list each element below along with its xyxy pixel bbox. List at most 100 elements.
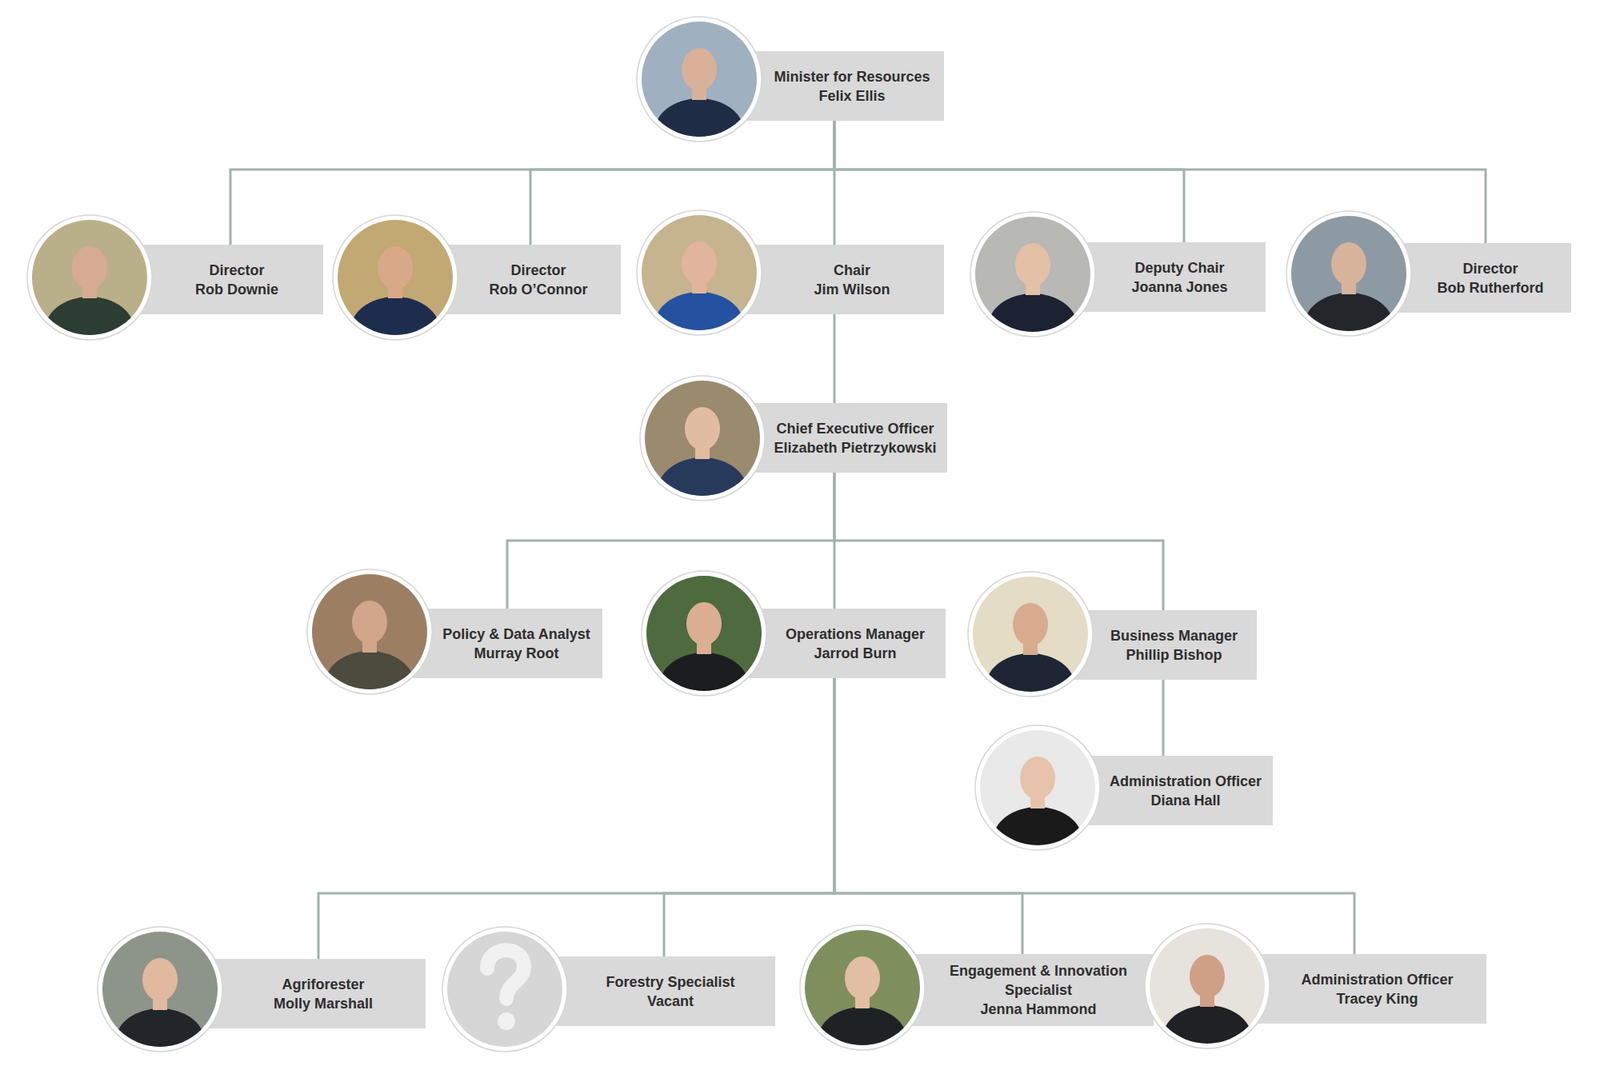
org-box: Operations ManagerJarrod Burn: [704, 608, 946, 679]
org-box: DirectorRob Downie: [89, 244, 324, 315]
person-name: Molly Marshall: [273, 994, 373, 1014]
person-body: [657, 457, 748, 525]
box-shape: [89, 244, 324, 315]
person-head: [1015, 243, 1051, 287]
person-body: [654, 292, 744, 360]
person-head: [1189, 955, 1225, 999]
box-shape: [699, 244, 944, 315]
role-title: Forestry Specialist: [605, 972, 735, 992]
role-title: Deputy Chair: [1134, 258, 1224, 278]
box-shape: [160, 959, 426, 1029]
person-body: [817, 1007, 908, 1066]
connector: [664, 678, 835, 957]
person-head: [686, 602, 722, 646]
photo-placeholder: [97, 927, 223, 1066]
photo-placeholder: [640, 376, 765, 525]
vacant-photo: [446, 931, 564, 1048]
photo-placeholder: [970, 212, 1096, 361]
role-title: Operations Manager: [785, 624, 925, 644]
person-head: [142, 958, 178, 1002]
question-icon: [487, 950, 524, 1000]
person-body: [44, 296, 135, 364]
org-box: ChairJim Wilson: [699, 244, 944, 315]
box-shape: [1207, 954, 1487, 1024]
photo-placeholder: [800, 925, 925, 1066]
org-box: Business ManagerPhillip Bishop: [1030, 610, 1257, 680]
person-body: [115, 1008, 205, 1066]
role-title: Engagement & Innovation Specialist: [933, 961, 1144, 1000]
person-body: [654, 98, 744, 166]
org-box: Chief Executive OfficerElizabeth Pietrzy…: [702, 403, 948, 473]
person-head: [352, 600, 388, 644]
person-head: [1020, 756, 1056, 800]
person-body: [988, 293, 1078, 361]
person-name: Bob Rutherford: [1437, 278, 1544, 298]
photo-placeholder: [307, 569, 432, 719]
role-title: Policy & Data Analyst: [442, 624, 590, 644]
role-title: Chief Executive Officer: [776, 419, 934, 439]
role-title: Director: [1462, 259, 1518, 279]
box-shape: [704, 608, 946, 679]
box-shape: [369, 608, 603, 679]
role-title: Administration Officer: [1109, 772, 1262, 792]
person-name: Joanna Jones: [1131, 277, 1228, 297]
person-head: [681, 241, 717, 285]
person-name: Jim Wilson: [814, 280, 891, 300]
box-shape: [702, 403, 948, 473]
box-shape: [504, 956, 776, 1027]
person-name: Murray Root: [473, 644, 559, 664]
photo-placeholder: [332, 215, 458, 364]
person-name: Vacant: [647, 992, 694, 1012]
role-title: Agriforester: [281, 975, 364, 995]
person-head: [377, 246, 413, 290]
org-box: AgriforesterMolly Marshall: [160, 959, 426, 1029]
connector: [834, 678, 1355, 955]
box-shape: [1037, 756, 1273, 826]
box-shape: [1032, 242, 1266, 312]
person-name: Felix Ellis: [818, 86, 885, 106]
person-head: [681, 48, 717, 92]
person-head: [1331, 242, 1367, 286]
person-name: Jarrod Burn: [813, 644, 896, 664]
org-box: Policy & Data AnalystMurray Root: [369, 608, 603, 679]
box-shape: [699, 51, 944, 121]
person-name: Tracey King: [1336, 989, 1418, 1009]
person-head: [684, 407, 720, 451]
org-box: Deputy ChairJoanna Jones: [1032, 242, 1266, 312]
person-name: Rob O’Connor: [489, 280, 588, 300]
person-name: Elizabeth Pietrzykowski: [773, 438, 936, 458]
person-body: [1162, 1005, 1252, 1066]
photo-placeholder: [636, 210, 762, 360]
box-shape: [395, 244, 621, 315]
person-body: [1304, 292, 1394, 360]
role-title: Chair: [833, 260, 871, 280]
person-head: [844, 956, 880, 1000]
photo-placeholder: [975, 725, 1100, 875]
org-box: DirectorBob Rutherford: [1348, 243, 1572, 313]
connector: [833, 314, 836, 404]
person-body: [350, 296, 440, 364]
role-title: Director: [208, 260, 264, 280]
org-box: Administration OfficerTracey King: [1207, 954, 1487, 1024]
person-body: [324, 651, 415, 719]
box-shape: [1030, 610, 1257, 680]
connector: [318, 678, 835, 960]
photo-ring: [442, 927, 568, 1052]
role-title: Administration Officer: [1300, 970, 1453, 990]
org-box: Engagement & Innovation SpecialistJenna …: [862, 954, 1154, 1027]
org-box: Forestry SpecialistVacant: [504, 956, 776, 1027]
photo-placeholder: [1144, 924, 1270, 1066]
box-shape: [1348, 243, 1572, 313]
photo-placeholder: [27, 215, 152, 364]
photo-placeholder: [641, 571, 767, 720]
org-box: Minister for ResourcesFelix Ellis: [699, 51, 944, 121]
person-name: Phillip Bishop: [1126, 645, 1223, 665]
person-name: Diana Hall: [1150, 791, 1220, 811]
person-head: [72, 246, 108, 290]
question-dot: [497, 1012, 516, 1031]
photo-placeholder: [442, 927, 568, 1052]
role-title: Director: [510, 260, 566, 280]
